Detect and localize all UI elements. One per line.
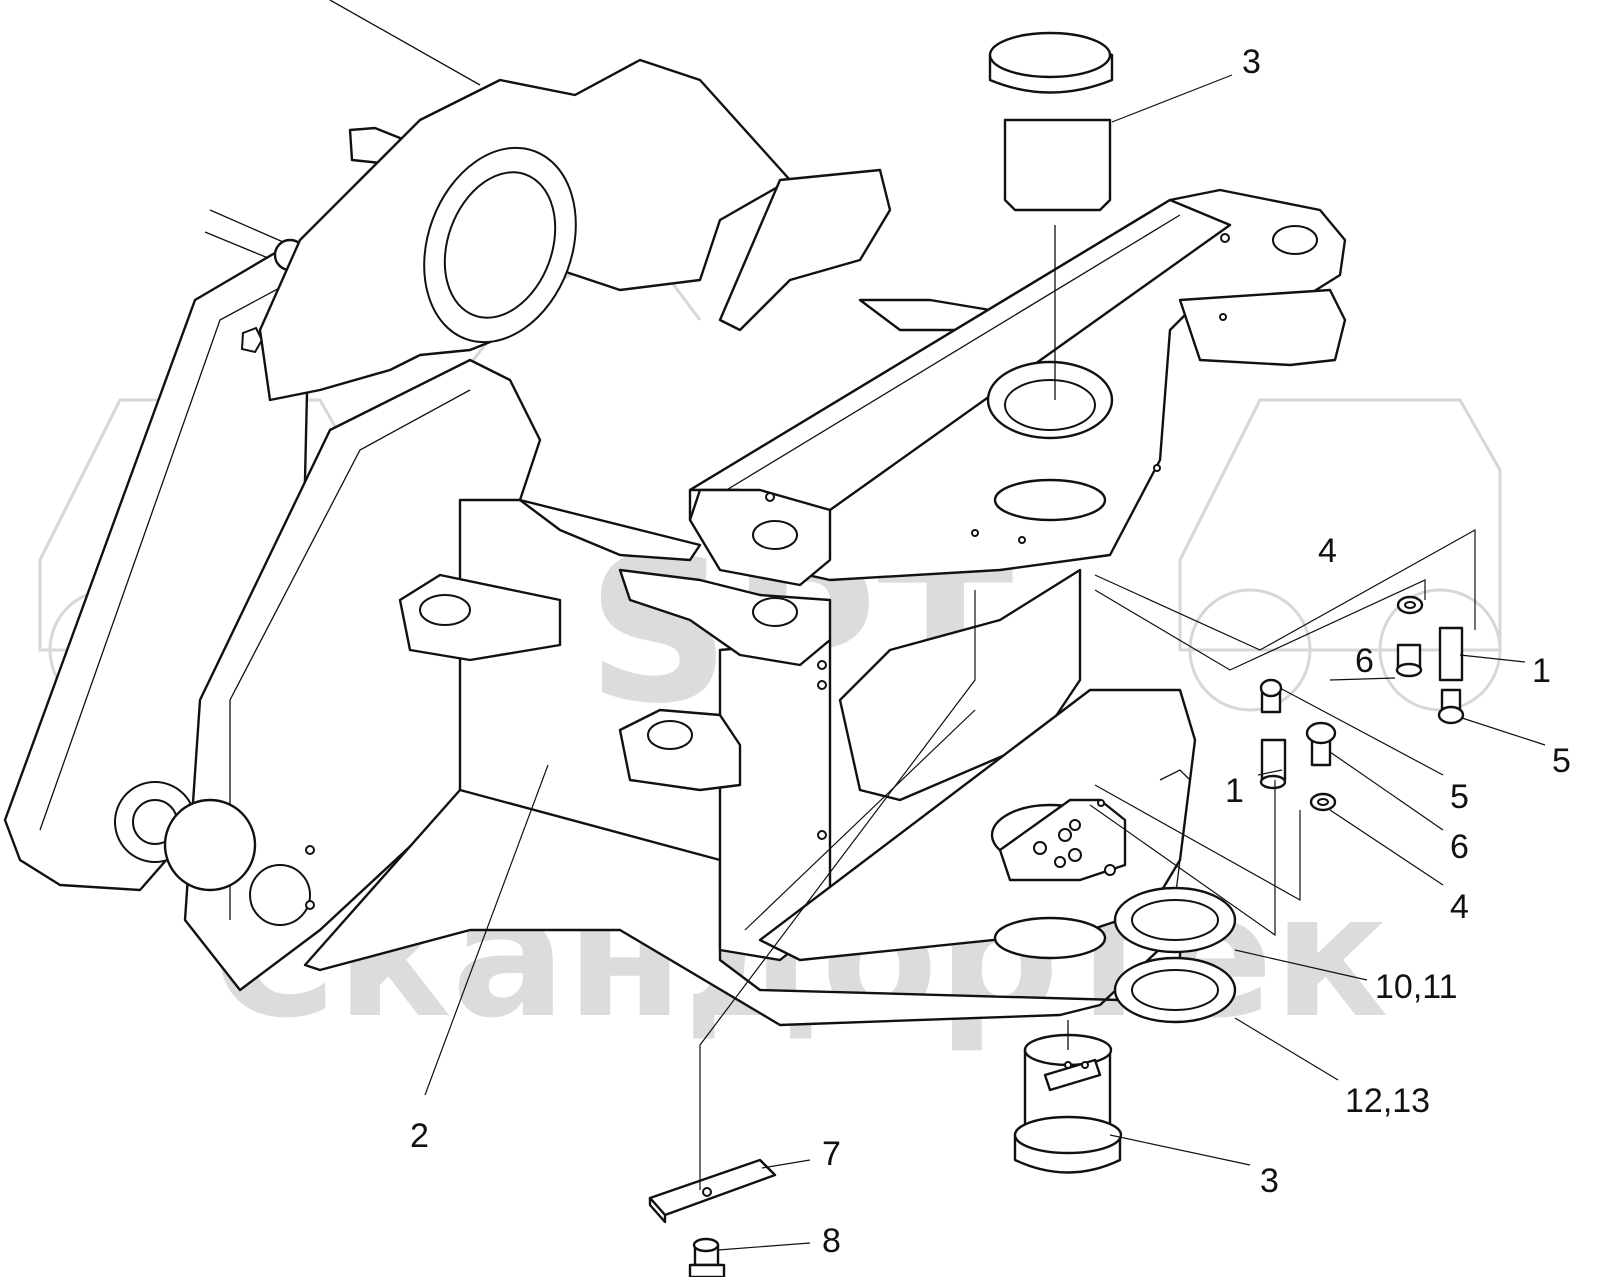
callout-7: 7 (822, 1135, 841, 1173)
callout-8: 8 (822, 1222, 841, 1260)
callout-1-right: 1 (1532, 652, 1551, 690)
lock-plate-and-bolt (648, 1158, 777, 1277)
bottom-pin (1013, 1020, 1123, 1174)
fittings (1259, 595, 1465, 812)
callout-10-11: 10,11 (1375, 968, 1458, 1006)
callout-6-left: 6 (1355, 642, 1374, 680)
callout-5-mid: 5 (1450, 778, 1469, 816)
leader-lines (424, 74, 1546, 1251)
callout-12-13: 12,13 (1345, 1082, 1430, 1120)
top-pin (988, 31, 1114, 400)
lower-bracket (758, 688, 1197, 962)
upper-bracket (618, 188, 1347, 667)
callout-labels: 3 4 6 1 5 1 5 6 4 10,11 12,13 2 7 3 8 (410, 43, 1571, 1260)
callout-5-right: 5 (1552, 742, 1571, 780)
callout-1-left: 1 (1225, 772, 1244, 810)
main-frame (163, 58, 1182, 1027)
callout-4-bottom: 4 (1450, 888, 1469, 926)
shim-rings (1113, 886, 1237, 1024)
callout-2: 2 (410, 1117, 429, 1155)
callout-3-bottom: 3 (1260, 1162, 1279, 1200)
callout-6-mid: 6 (1450, 828, 1469, 866)
callout-4-left: 4 (1318, 532, 1337, 570)
callout-3-top: 3 (1242, 43, 1261, 81)
